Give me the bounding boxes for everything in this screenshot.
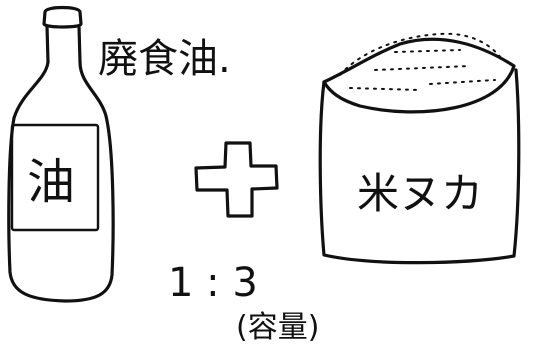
ratio-unit: (容量) <box>236 310 319 345</box>
ratio-text: 1 : 3 <box>168 260 258 306</box>
plus-sign <box>194 141 279 218</box>
waste-oil-caption: 廃食油. <box>98 36 231 82</box>
bottle-label-box <box>10 123 100 232</box>
rice-bran-bag: 米ヌカ <box>318 32 521 265</box>
oil-bottle: 油 <box>7 5 115 303</box>
bottle-label: 油 <box>27 154 75 210</box>
bag-label: 米ヌカ <box>357 169 483 218</box>
